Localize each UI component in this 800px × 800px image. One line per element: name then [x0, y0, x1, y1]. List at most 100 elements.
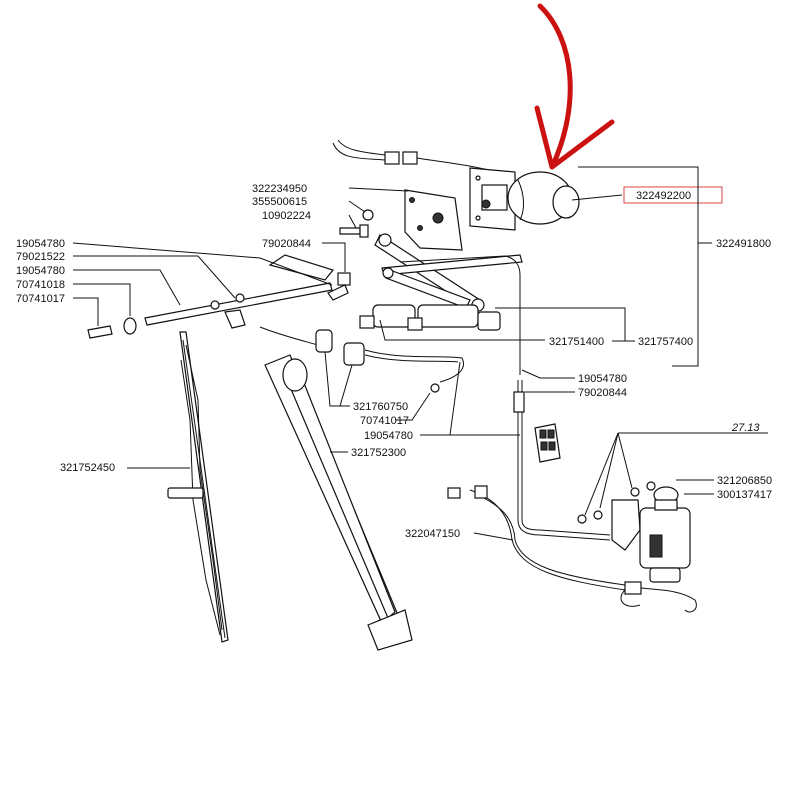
cable-connector-2 — [402, 151, 418, 165]
leader-19054780-c — [521, 369, 575, 379]
highlight-box-322492200 — [623, 186, 723, 204]
label-70741017-mid: 70741017 — [360, 415, 409, 427]
label-70741018: 70741018 — [16, 279, 65, 291]
switch-key-3 — [540, 441, 548, 451]
motor-shading — [517, 179, 524, 221]
bolt-head-10902224 — [359, 224, 369, 238]
motor-plate-bolt-1 — [475, 175, 481, 181]
red-arrow-head-icon — [534, 105, 615, 170]
washer-reservoir — [639, 507, 691, 569]
linkage-end-block — [477, 311, 501, 331]
wiper-motor-endcap — [552, 185, 580, 219]
label-322492200: 322492200 — [636, 190, 691, 202]
pushrod-assembly — [144, 282, 333, 326]
leader-2713-b — [584, 432, 619, 516]
linkage-pivot-3 — [382, 267, 394, 279]
switch-key-2 — [547, 429, 555, 439]
screw-b — [593, 510, 603, 520]
bolt-70741017 — [87, 325, 113, 339]
leader-19054780-b — [73, 269, 181, 306]
bracket-hole-2 — [432, 212, 444, 224]
label-322047150: 322047150 — [405, 528, 460, 540]
leader-lines — [72, 166, 768, 541]
leader-70741017-left — [73, 297, 99, 326]
leader-2713-c — [617, 432, 633, 489]
blade-clip — [167, 487, 204, 499]
bush-321760750-a — [315, 329, 333, 353]
leader-355500615 — [348, 200, 366, 213]
screw-a — [630, 487, 640, 497]
pipe-connector-79020844 — [513, 391, 525, 413]
label-322491800: 322491800 — [716, 238, 771, 250]
linkage-pivot-1 — [378, 233, 392, 247]
label-322234950: 322234950 — [252, 183, 307, 195]
leader-79021522 — [73, 255, 236, 299]
spindle-cap-right — [407, 317, 423, 331]
leader-79020844-top — [322, 242, 346, 272]
label-10902224: 10902224 — [262, 210, 311, 222]
bush-321760750-b — [343, 342, 365, 366]
leader-322047150 — [473, 532, 514, 541]
arm-tip — [367, 609, 413, 651]
leader-2713-a — [599, 432, 619, 509]
red-arrow-icon — [537, 3, 573, 168]
tee-connector — [224, 309, 246, 329]
screw-c — [577, 514, 587, 524]
bracket-hole-3 — [417, 225, 423, 231]
label-70741017-left: 70741017 — [16, 293, 65, 305]
label-321757400: 321757400 — [638, 336, 693, 348]
nozzle-grommet — [430, 383, 440, 393]
part-labels: 322234950 355500615 10902224 79020844 19… — [16, 183, 772, 540]
washer-pipe-vertical-2 — [521, 380, 611, 536]
pump-connector — [624, 581, 642, 595]
label-321760750: 321760750 — [353, 401, 408, 413]
leader-70741017-mid — [395, 392, 431, 421]
wiper-blade-rubber — [182, 339, 226, 639]
leader-70741018 — [73, 283, 131, 316]
leader-321760750 — [324, 351, 350, 407]
label-355500615: 355500615 — [252, 196, 307, 208]
label-321751400: 321751400 — [549, 336, 604, 348]
leader-321751400 — [379, 319, 545, 341]
bracket-hole-1 — [409, 197, 415, 203]
wiper-blade-frame-2 — [180, 359, 221, 636]
label-79020844-right: 79020844 — [578, 387, 627, 399]
spindle-cap-left — [359, 315, 375, 329]
label-300137417: 300137417 — [717, 489, 772, 501]
bottom-connector-1 — [447, 487, 461, 499]
reservoir-neck — [654, 499, 678, 511]
washer-355500615 — [362, 209, 374, 221]
bottom-connector-2 — [474, 485, 488, 499]
rod-joint-2 — [235, 293, 245, 303]
washer-pipe-top — [399, 255, 521, 375]
label-321206850: 321206850 — [717, 475, 772, 487]
bracket-clip — [327, 284, 349, 301]
leader-10902224 — [348, 214, 357, 229]
washer-pipe-vertical — [517, 380, 611, 541]
pump-wire — [640, 587, 697, 613]
leader-322234950 — [348, 187, 409, 192]
leader-322491800-bracket — [578, 166, 699, 367]
hose-connector-79020844 — [337, 272, 351, 286]
label-321752450: 321752450 — [60, 462, 115, 474]
bottom-cable — [469, 489, 626, 591]
leader-321757400-bracket — [495, 307, 626, 342]
rod-joint-1 — [210, 300, 220, 310]
switch-key-1 — [539, 429, 547, 439]
wiper-blade-frame — [185, 344, 223, 631]
reservoir-bracket — [611, 499, 641, 551]
top-cable — [332, 142, 386, 161]
cable-connector-1 — [384, 151, 400, 165]
label-19054780-b: 19054780 — [16, 265, 65, 277]
leader-19054780-a — [72, 242, 333, 286]
motor-spindle — [481, 199, 491, 209]
label-27-13: 27.13 — [731, 422, 760, 434]
bolt-10902224 — [339, 227, 361, 235]
label-19054780-c: 19054780 — [578, 373, 627, 385]
label-321752300: 321752300 — [351, 447, 406, 459]
pump-wire-2 — [620, 589, 641, 607]
washer-pump — [649, 567, 681, 583]
label-79021522: 79021522 — [16, 251, 65, 263]
